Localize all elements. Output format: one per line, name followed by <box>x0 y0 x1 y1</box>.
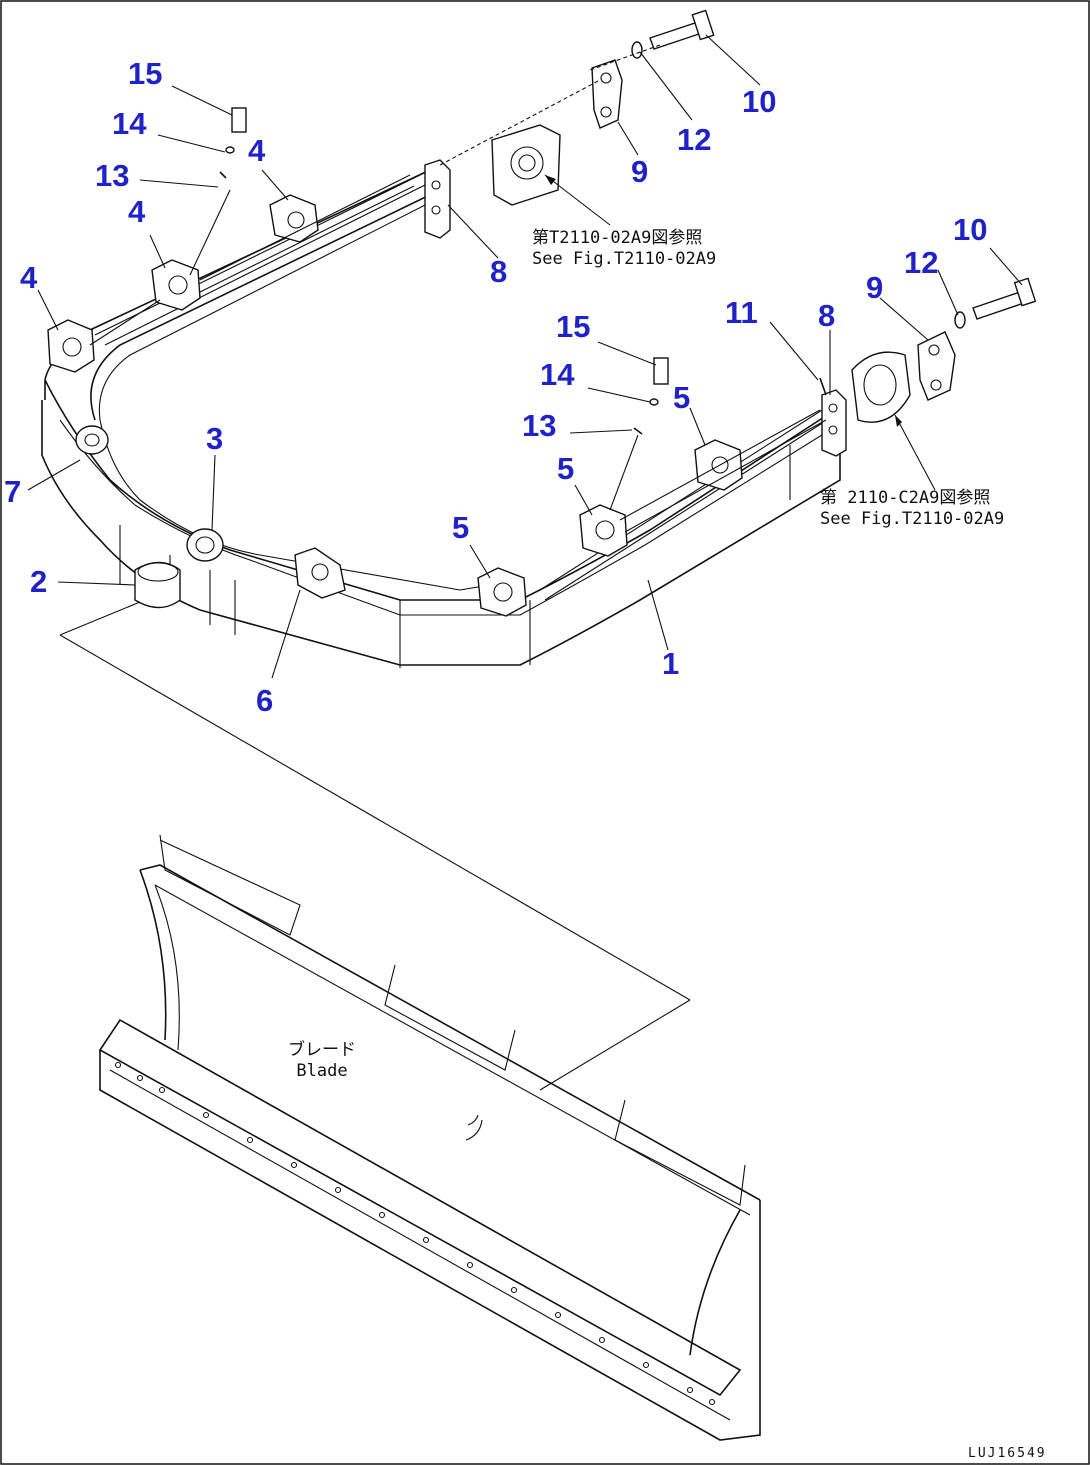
callout-6: 6 <box>256 683 274 718</box>
bracket-5-right <box>694 439 743 491</box>
reference-note-right-jp: 第 2110-C2A9図参照 <box>820 488 991 508</box>
callout-1: 1 <box>662 646 680 681</box>
cap-9-upper <box>591 59 623 129</box>
end-plate-upper <box>424 159 451 239</box>
callout-9-upper: 9 <box>631 154 649 189</box>
callout-10-upper: 10 <box>742 84 777 119</box>
washer-14-lower <box>649 398 659 406</box>
drawing-id: LUJ16549 <box>968 1446 1047 1461</box>
reference-note-right: 第 2110-C2A9図参照 See Fig.T2110-02A9 <box>820 488 1004 531</box>
callout-11: 11 <box>725 295 758 330</box>
bolt-10-upper <box>649 9 715 50</box>
callout-10-right: 10 <box>953 212 988 247</box>
callout-14-lower: 14 <box>540 357 575 392</box>
bracket-4-mid <box>151 259 201 311</box>
callout-8-upper: 8 <box>490 254 508 289</box>
pin-7 <box>75 425 109 455</box>
trunnion-housing-upper <box>491 124 561 206</box>
reference-note-upper-en: See Fig.T2110-02A9 <box>532 249 717 270</box>
cap-9-right <box>917 331 956 401</box>
callout-8-right: 8 <box>818 298 836 333</box>
reference-note-right-en: See Fig.T2110-02A9 <box>820 509 1005 530</box>
callout-4-mid: 4 <box>128 194 146 229</box>
bolt-15-lower <box>653 357 669 385</box>
callout-4-top: 4 <box>248 133 266 168</box>
washer-12-upper <box>631 41 643 59</box>
washer-12-right <box>954 311 966 329</box>
leader-lines <box>27 34 1023 679</box>
pin-3 <box>186 528 224 562</box>
blade-label: ブレード Blade <box>288 1040 356 1083</box>
callout-7: 7 <box>4 474 22 509</box>
blade-label-jp: ブレード <box>288 1040 356 1060</box>
bracket-4-left <box>47 319 95 373</box>
blade <box>98 834 761 1441</box>
callout-5-left: 5 <box>452 510 470 545</box>
callout-5-mid: 5 <box>557 451 575 486</box>
callout-14-upper: 14 <box>112 106 147 141</box>
callout-13-lower: 13 <box>522 408 557 443</box>
bracket-4-top <box>269 194 319 243</box>
washer-14-upper <box>225 146 235 154</box>
callout-3: 3 <box>206 421 224 456</box>
bushing-2 <box>134 561 181 609</box>
end-plate-right <box>821 389 847 457</box>
pin-13-upper <box>219 171 227 179</box>
bolt-15-upper <box>231 107 247 133</box>
bracket-5-mid <box>579 504 628 557</box>
trunnion-housing-right <box>851 351 911 423</box>
callout-12-upper: 12 <box>677 122 712 157</box>
callout-15-upper: 15 <box>128 56 163 91</box>
bolt-10-right <box>972 277 1037 320</box>
callout-4-left: 4 <box>20 260 38 295</box>
reference-note-upper: 第T2110-02A9図参照 See Fig.T2110-02A9 <box>532 228 716 271</box>
callout-15-lower: 15 <box>556 309 591 344</box>
callout-12-right: 12 <box>904 245 939 280</box>
blade-label-en: Blade <box>296 1061 348 1082</box>
part-11 <box>819 377 827 396</box>
callout-9-right: 9 <box>866 270 884 305</box>
pin-13-lower <box>633 427 643 435</box>
bracket-5-left <box>477 567 527 617</box>
reference-note-upper-jp: 第T2110-02A9図参照 <box>532 228 703 248</box>
bracket-6 <box>294 547 346 599</box>
callout-13-upper: 13 <box>95 158 130 193</box>
callout-5-right: 5 <box>673 380 691 415</box>
callout-2: 2 <box>30 564 48 599</box>
